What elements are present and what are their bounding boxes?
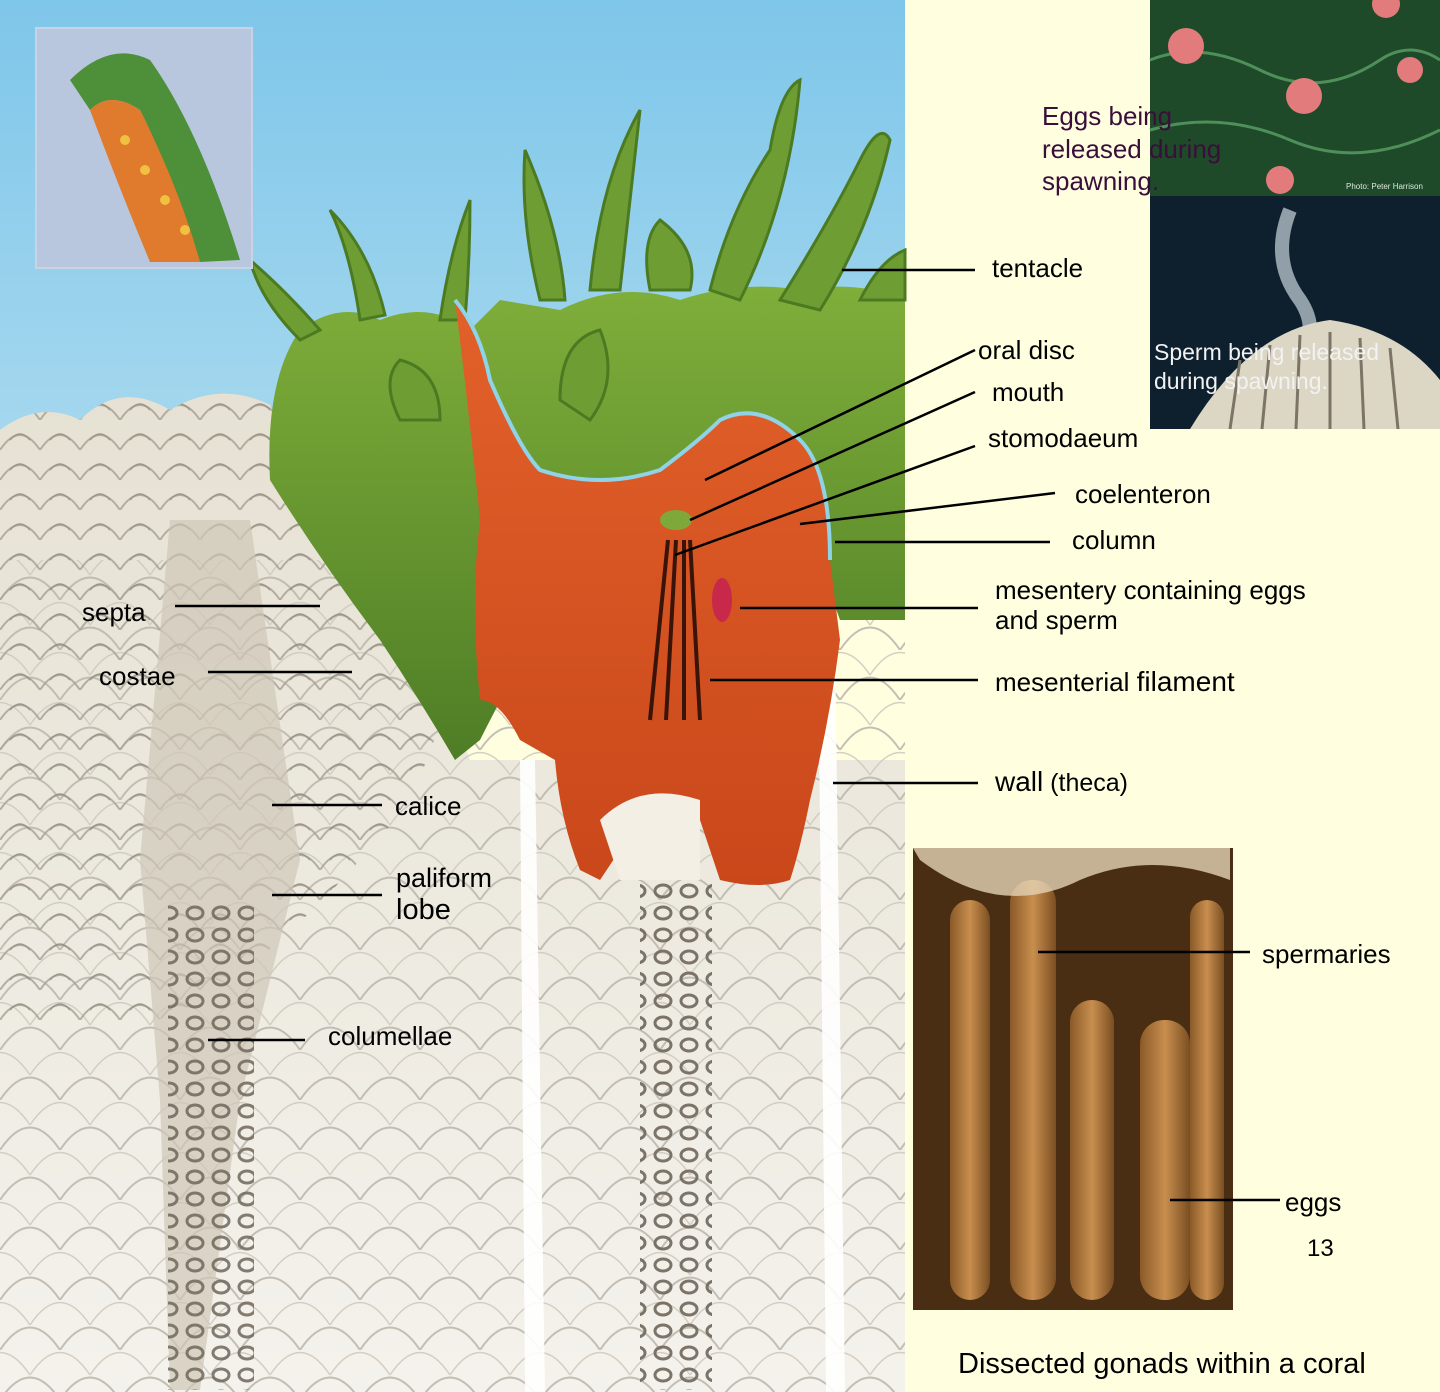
gonads-photo <box>913 848 1233 1310</box>
label-stomodaeum: stomodaeum <box>988 424 1138 454</box>
label-mesenterial-filament: mesenterial filament <box>995 666 1235 698</box>
label-column: column <box>1072 526 1156 556</box>
label-spermaries: spermaries <box>1262 940 1391 970</box>
label-paliform-lobe: paliformlobe <box>396 863 492 927</box>
label-oral-disc: oral disc <box>978 336 1075 366</box>
label-coelenteron: coelenteron <box>1075 480 1211 510</box>
columella-texture <box>168 900 254 1390</box>
label-mouth: mouth <box>992 378 1064 408</box>
label-mesenterial-filament-part1: mesenterial <box>995 667 1137 697</box>
label-lobe: lobe <box>396 894 451 926</box>
label-wall-theca: wall (theca) <box>995 766 1128 798</box>
gonads-photo-caption: Dissected gonads within a coral <box>958 1346 1366 1382</box>
page-number: 13 <box>1307 1235 1334 1263</box>
tissue-detail-inset <box>36 28 252 268</box>
label-mesenterial-filament-part2: filament <box>1137 666 1235 697</box>
label-wall: wall <box>995 766 1043 797</box>
label-costae: costae <box>99 662 176 692</box>
mesentery-gonad <box>712 578 732 622</box>
label-tentacle: tentacle <box>992 254 1083 284</box>
label-septa: septa <box>82 598 146 628</box>
label-eggs: eggs <box>1285 1188 1341 1218</box>
mouth-opening <box>660 510 692 530</box>
eggs-photo-caption: Eggs being released during spawning. <box>1042 100 1272 198</box>
eggs-photo-credit: Photo: Peter Harrison <box>1346 182 1423 192</box>
label-calice: calice <box>395 792 461 822</box>
label-paliform: paliform <box>396 863 492 893</box>
sperm-photo-caption: Sperm being released during spawning. <box>1154 338 1439 396</box>
center-columella <box>640 880 712 1390</box>
label-columellae: columellae <box>328 1022 452 1052</box>
label-theca: (theca) <box>1043 769 1128 797</box>
label-mesentery: mesentery containing eggs and sperm <box>995 576 1355 636</box>
